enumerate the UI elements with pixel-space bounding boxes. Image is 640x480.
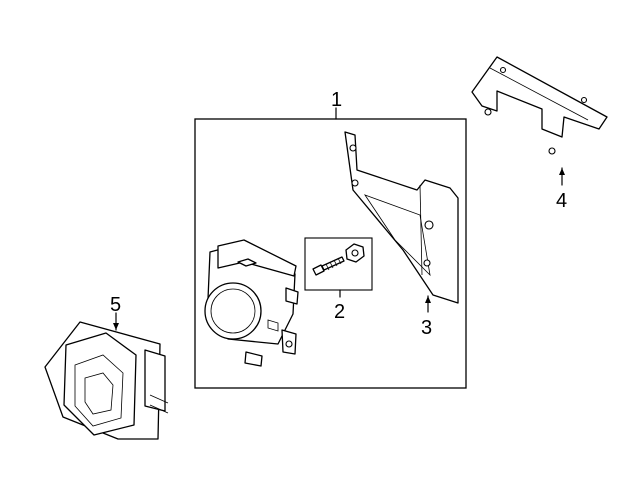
mounting-bracket[interactable] [344, 131, 459, 313]
hardware-kit[interactable] [304, 237, 373, 298]
callout-3: 3 [421, 317, 432, 339]
bolt-icon [312, 256, 345, 276]
sensor-bezel[interactable] [44, 312, 169, 440]
upper-bracket[interactable] [471, 56, 608, 186]
callout-4: 4 [556, 190, 567, 212]
assembly-box [194, 107, 467, 389]
callout-5: 5 [110, 294, 121, 316]
callout-1: 1 [331, 89, 342, 111]
nut-icon [345, 243, 365, 263]
callout-2: 2 [334, 301, 345, 323]
radar-sensor[interactable] [204, 239, 299, 367]
